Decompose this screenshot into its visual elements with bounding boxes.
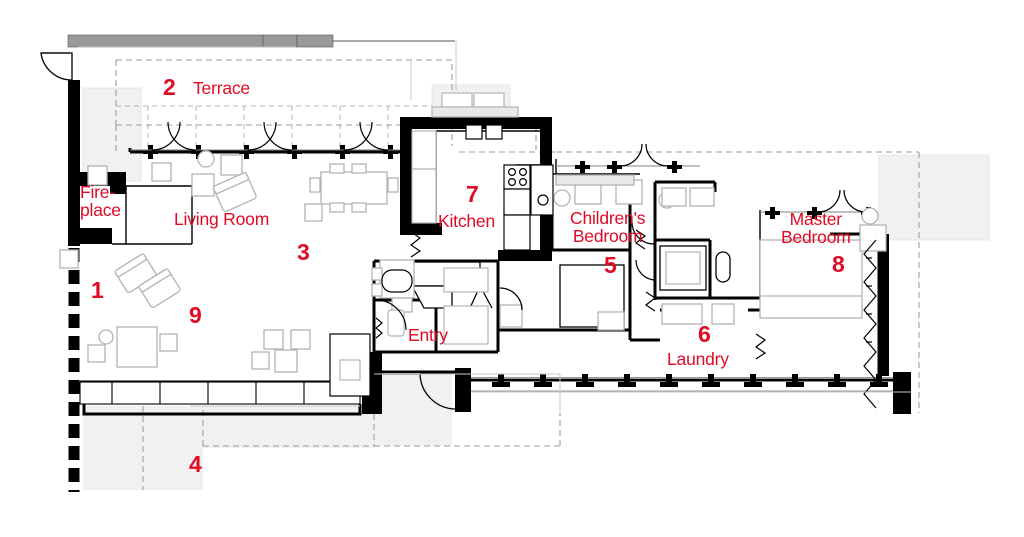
- south-corridor-glazing: [471, 374, 893, 392]
- living-room-furniture: [59, 150, 399, 373]
- bathroom-fixtures: [375, 267, 489, 345]
- master-bedroom-glazing: [760, 189, 878, 219]
- master-bedroom-furniture: [759, 207, 887, 319]
- pool-lap-strip: [79, 381, 361, 405]
- roof-parapet-band: [67, 34, 455, 48]
- north-glazing-mullions: [130, 145, 400, 159]
- interior-door-swings: [499, 221, 657, 311]
- kitchen-fixtures: [411, 92, 554, 251]
- overhang-dashed-outlines: [115, 59, 920, 490]
- terrace-module-grid: [116, 105, 432, 152]
- east-folding-partition: [863, 239, 877, 409]
- laundry-fixtures: [659, 187, 735, 325]
- break-line-symbols: [409, 229, 767, 360]
- childrens-wing-glazing: [556, 143, 700, 173]
- south-stair-block: [329, 333, 371, 397]
- reference-construction-lines: [190, 41, 911, 412]
- entry-canopy-arc: [40, 52, 73, 81]
- terrace-door-swings: [151, 121, 389, 151]
- structural-walls-poche: [68, 80, 911, 414]
